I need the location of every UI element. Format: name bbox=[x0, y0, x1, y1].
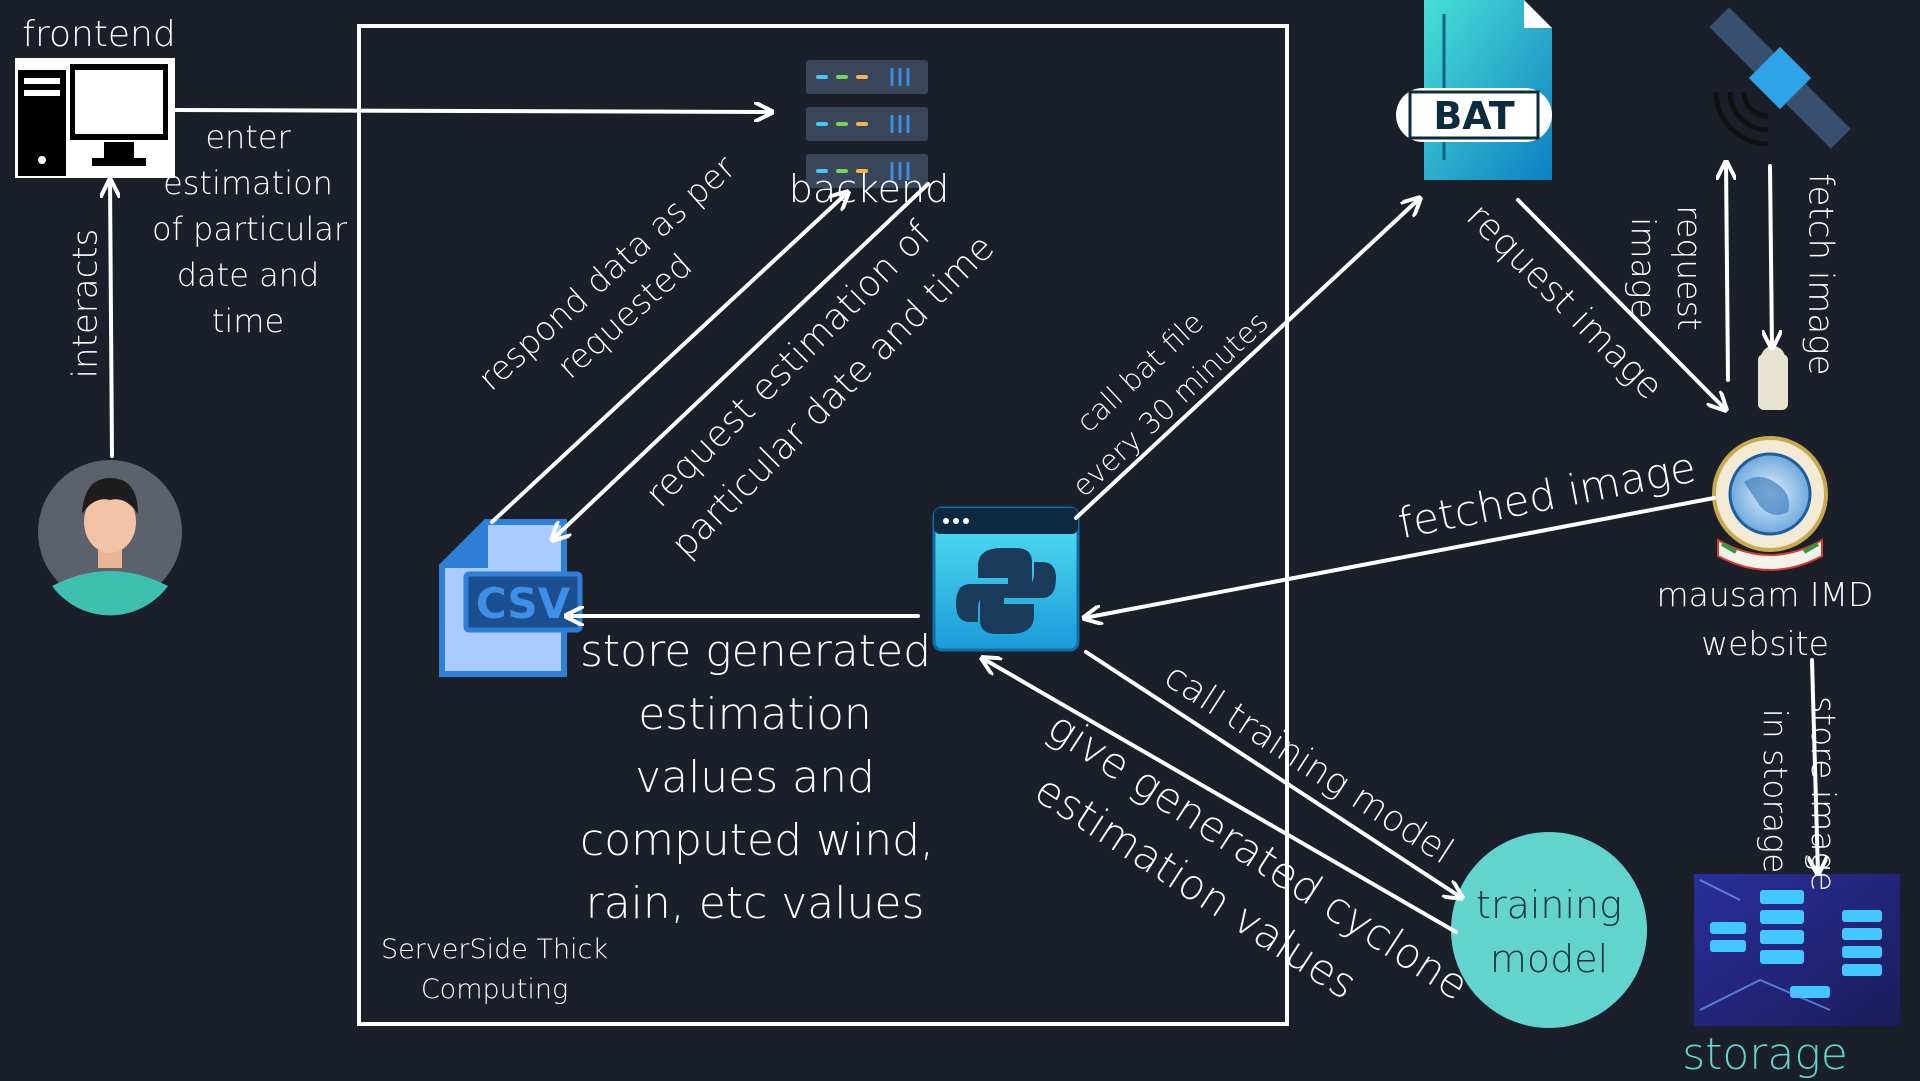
satellite-icon bbox=[1709, 7, 1851, 149]
arrow-imd-to-satellite bbox=[1726, 162, 1728, 382]
imd-emblem-icon bbox=[1712, 346, 1828, 571]
arrow-python-to-bat bbox=[1074, 198, 1420, 520]
enter-estimation-line-4: date and bbox=[176, 256, 320, 294]
server-icon bbox=[806, 60, 928, 188]
store-generated-label: store generated estimation values and co… bbox=[580, 620, 935, 935]
python-icon bbox=[932, 506, 1080, 652]
store-generated-line-2: estimation bbox=[638, 689, 872, 740]
bat-label: BAT bbox=[1433, 94, 1514, 138]
arrow-csv-to-backend bbox=[490, 192, 848, 524]
server-box-label: ServerSide Thick Computing bbox=[362, 930, 627, 1010]
store-image-label: store image in storage bbox=[1751, 696, 1847, 892]
enter-estimation-line-2: estimation bbox=[163, 164, 333, 202]
server-box-line-1: ServerSide Thick bbox=[380, 934, 609, 965]
arrow-user-to-frontend bbox=[110, 180, 112, 458]
enter-estimation-line-5: time bbox=[211, 302, 285, 340]
arrow-frontend-to-backend bbox=[174, 110, 772, 112]
store-generated-line-1: store generated bbox=[580, 626, 932, 677]
arrow-bat-to-imd bbox=[1516, 198, 1726, 410]
enter-estimation-line-3: of particular bbox=[152, 210, 348, 248]
training-model-line-2: model bbox=[1489, 937, 1609, 981]
backend-label: backend bbox=[788, 167, 950, 211]
server-side-box bbox=[357, 24, 1289, 1026]
mausam-imd-line-2: website bbox=[1701, 624, 1829, 663]
request-image-sat-line-2: image bbox=[1624, 217, 1663, 319]
store-generated-line-5: rain, etc values bbox=[585, 878, 925, 929]
arrow-training-to-python bbox=[982, 658, 1458, 934]
computer-icon bbox=[15, 58, 175, 178]
frontend-label: frontend bbox=[22, 14, 176, 55]
storage-label: storage bbox=[1682, 1029, 1848, 1080]
training-model-label: training model bbox=[1454, 878, 1644, 986]
mausam-imd-label: mausam IMD website bbox=[1640, 570, 1890, 668]
storage-icon bbox=[1694, 874, 1900, 1026]
request-image-sat-line-1: request bbox=[1670, 205, 1709, 331]
arrow-satellite-to-imd bbox=[1770, 164, 1772, 348]
mausam-imd-line-1: mausam IMD bbox=[1656, 575, 1874, 614]
store-generated-line-4: computed wind, bbox=[580, 815, 935, 866]
avatar bbox=[38, 460, 182, 616]
enter-estimation-line-1: enter bbox=[205, 118, 291, 156]
server-box-line-2: Computing bbox=[420, 974, 569, 1005]
csv-file-icon bbox=[439, 519, 583, 677]
bat-file-icon bbox=[1396, 0, 1552, 180]
arrow-backend-to-csv bbox=[552, 182, 930, 540]
csv-label: CSV bbox=[476, 579, 571, 628]
training-model-line-1: training bbox=[1476, 883, 1622, 927]
arrow-python-to-training bbox=[1084, 650, 1462, 898]
store-image-line-1: store image bbox=[1804, 696, 1843, 892]
interacts-label: interacts bbox=[65, 228, 106, 379]
store-generated-line-3: values and bbox=[635, 752, 875, 803]
fetch-image-label: fetch image bbox=[1800, 173, 1841, 376]
training-model-node bbox=[1451, 832, 1647, 1028]
request-image-sat-label: request image bbox=[1620, 178, 1712, 358]
store-image-line-2: in storage bbox=[1756, 708, 1795, 874]
enter-estimation-label: enter estimation of particular date and … bbox=[152, 114, 348, 344]
arrow-imd-to-python bbox=[1084, 496, 1716, 618]
arrow-imd-to-storage bbox=[1812, 658, 1818, 874]
